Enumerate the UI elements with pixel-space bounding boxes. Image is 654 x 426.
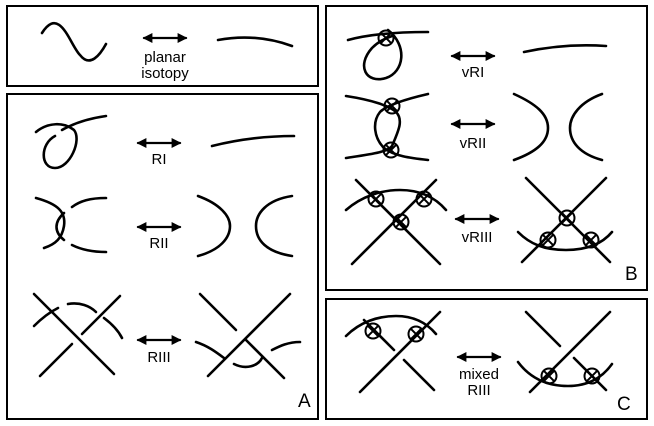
riii-left-diagram [32,292,124,378]
rii-right-arcs [196,194,294,258]
planar-isotopy-left-curve [40,22,108,62]
virtual-crossing-circle [415,190,433,208]
virtual-crossing-circle [540,367,558,385]
mixed-riii-right-diagram [516,310,614,394]
virtual-crossing-circle [383,97,401,115]
panel-planar-isotopy [6,5,319,87]
vrii-right-arcs [512,92,604,162]
label-mixed: mixed [458,366,499,383]
rii-left-crossings [34,196,108,254]
label-ri: RI [151,151,167,168]
mixed-riii-left-diagram [344,310,442,394]
virtual-crossing-circle [382,141,400,159]
ri-right-arc [210,134,296,148]
label-vrii: vRII [459,135,487,152]
vri-left-virtual-kink [346,28,430,81]
riii-right-diagram [194,292,302,380]
virtual-crossing-circle [364,322,382,340]
vri-right-arc [522,43,608,54]
vriii-right-diagram [516,176,614,264]
virtual-crossing-circle [392,213,410,231]
virtual-crossing-circle [558,209,576,227]
virtual-crossing-circle [539,231,557,249]
virtual-crossing-circle [583,367,601,385]
label-vriii: vRIII [461,229,493,246]
virtual-crossing-circle [582,231,600,249]
virtual-crossing-circle [367,190,385,208]
label-planar: planar [144,49,186,66]
panel-label-a: A [298,391,311,412]
label-rii: RII [149,235,169,252]
ri-left-kink [34,114,108,170]
virtual-crossing-circle [407,325,425,343]
label-vri: vRI [461,64,485,81]
vrii-left-virtual-crossings [344,92,430,162]
label-riii: RIII [147,349,171,366]
planar-isotopy-right-curve [216,36,294,48]
panel-label-b: B [625,264,638,285]
virtual-crossing-circle [377,29,395,47]
vriii-left-diagram [344,178,448,266]
label-isotopy: isotopy [141,65,189,82]
panel-label-c: C [617,394,631,415]
label-mixed-riii: RIII [467,382,491,399]
